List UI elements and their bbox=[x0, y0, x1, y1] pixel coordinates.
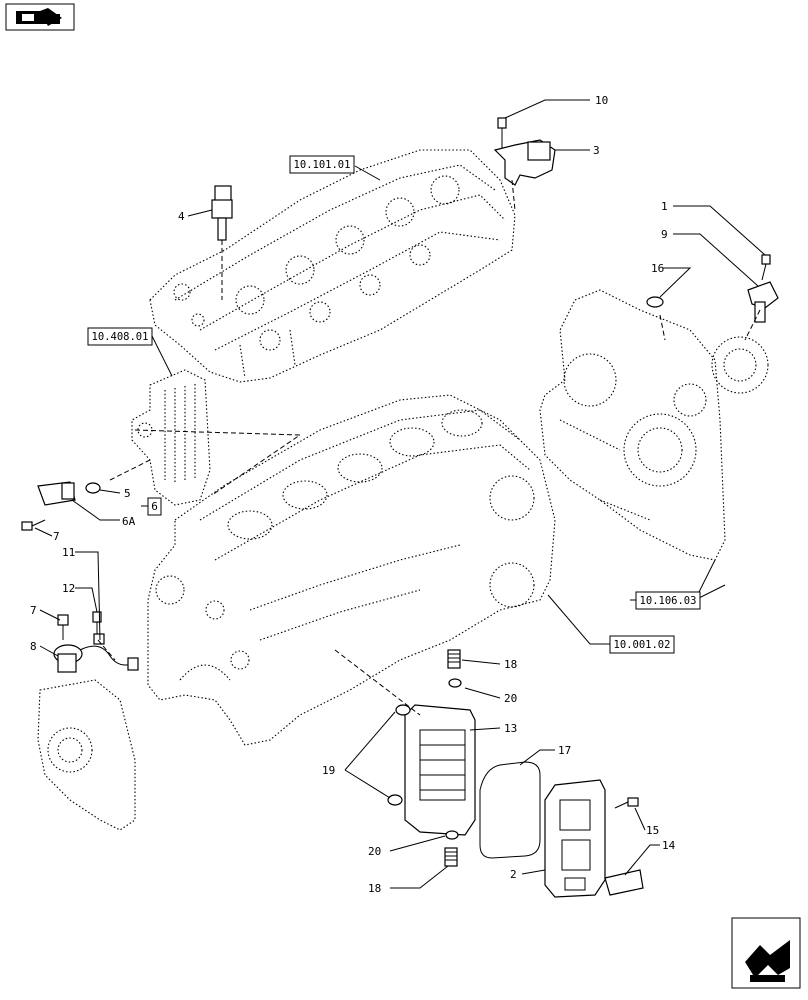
cover-item-14 bbox=[604, 869, 644, 896]
callout-7-lower: 7 bbox=[30, 604, 37, 617]
callout-13: 13 bbox=[504, 722, 517, 735]
assembly-line bbox=[511, 179, 516, 211]
sensor-item-8 bbox=[53, 644, 83, 673]
assembly-line bbox=[109, 459, 151, 481]
callout-5: 5 bbox=[124, 487, 131, 500]
bushing-item-18-lower bbox=[444, 847, 458, 867]
harness-item-11 bbox=[79, 633, 139, 671]
grommet-item-19-lower bbox=[387, 794, 403, 806]
callout-20-upper: 20 bbox=[504, 692, 517, 705]
cylinder-head bbox=[149, 149, 516, 383]
callout-labels: 10 3 4 1 9 16 5 6A 7 11 12 7 8 18 20 13 … bbox=[30, 94, 676, 895]
svg-text:10.001.02: 10.001.02 bbox=[614, 639, 671, 651]
callout-2: 2 bbox=[510, 868, 517, 881]
book-arrow-icon[interactable] bbox=[5, 3, 75, 31]
gasket-item-17 bbox=[479, 761, 541, 859]
tone-wheel bbox=[711, 336, 769, 394]
engine-block bbox=[147, 394, 556, 746]
temperature-sensor-item-4 bbox=[211, 185, 233, 241]
svg-text:10.408.01: 10.408.01 bbox=[92, 331, 149, 343]
ecu-bracket-item-13 bbox=[404, 704, 476, 836]
svg-text:10.101.01: 10.101.01 bbox=[294, 159, 351, 171]
svg-text:6: 6 bbox=[151, 500, 158, 513]
pressure-sensor-item-3 bbox=[493, 139, 556, 186]
filter-module bbox=[131, 369, 211, 506]
bolt-item-1 bbox=[761, 254, 771, 281]
callout-1: 1 bbox=[661, 200, 668, 213]
callout-19: 19 bbox=[322, 764, 335, 777]
callout-18-lower: 18 bbox=[368, 882, 381, 895]
reference-box-10-408-01[interactable]: 10.408.01 bbox=[87, 327, 153, 346]
callout-15: 15 bbox=[646, 824, 659, 837]
callout-11: 11 bbox=[62, 546, 75, 559]
group-box-6: 6 bbox=[147, 497, 162, 516]
speed-sensor-item-9 bbox=[747, 281, 779, 323]
assembly-line bbox=[97, 639, 116, 661]
reference-box-10-001-02[interactable]: 10.001.02 bbox=[609, 635, 675, 654]
sensor-item-6a bbox=[37, 481, 101, 506]
svg-text:10.106.03: 10.106.03 bbox=[640, 595, 697, 607]
reference-box-10-106-03[interactable]: 10.106.03 bbox=[635, 591, 701, 610]
timing-cover bbox=[539, 289, 726, 561]
callout-3: 3 bbox=[593, 144, 600, 157]
callout-4: 4 bbox=[178, 210, 185, 223]
front-cover-lower-left bbox=[37, 679, 136, 831]
callout-14: 14 bbox=[662, 839, 676, 852]
callout-20-lower: 20 bbox=[368, 845, 381, 858]
callout-17: 17 bbox=[558, 744, 571, 757]
callout-10: 10 bbox=[595, 94, 608, 107]
screw-item-15 bbox=[614, 797, 639, 809]
assembly-line bbox=[744, 309, 761, 341]
bolt-item-7-lower bbox=[57, 614, 69, 640]
washer-item-20-upper bbox=[448, 678, 462, 688]
callout-8: 8 bbox=[30, 640, 37, 653]
washer-item-20-lower bbox=[445, 830, 459, 840]
assembly-line bbox=[134, 429, 302, 496]
assembly-line bbox=[334, 649, 421, 716]
bolt-item-10 bbox=[497, 117, 507, 148]
next-page-arrow-icon[interactable] bbox=[731, 917, 801, 989]
callout-16: 16 bbox=[651, 262, 664, 275]
callout-9: 9 bbox=[661, 228, 668, 241]
callout-12: 12 bbox=[62, 582, 75, 595]
assembly-line bbox=[659, 314, 666, 341]
leader-lines bbox=[34, 99, 766, 889]
ecu-item-2 bbox=[544, 779, 606, 898]
callout-6a: 6A bbox=[122, 515, 136, 528]
grommet-item-19-upper bbox=[395, 704, 411, 716]
bushing-item-18-upper bbox=[447, 649, 461, 669]
callout-18-upper: 18 bbox=[504, 658, 517, 671]
callout-7-upper: 7 bbox=[53, 530, 60, 543]
reference-box-10-101-01[interactable]: 10.101.01 bbox=[289, 155, 355, 174]
bolt-item-7-upper bbox=[21, 519, 46, 531]
o-ring-item-16 bbox=[646, 296, 664, 308]
